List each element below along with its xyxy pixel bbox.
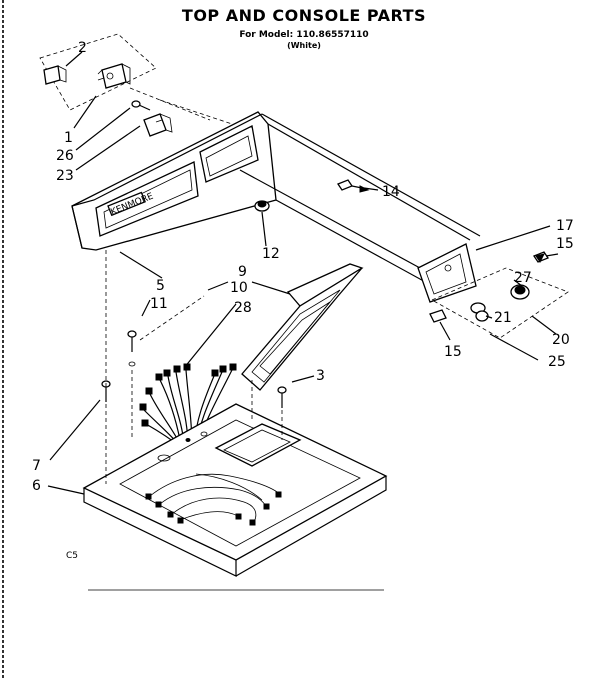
control-group-right: [429, 251, 569, 339]
callout-14: 14: [382, 184, 400, 200]
switch-23: [143, 113, 173, 137]
callout-7: 7: [32, 458, 41, 474]
switch-detail-group: [39, 33, 157, 111]
callout-28: 28: [234, 300, 252, 316]
dryer-top-6: [82, 403, 388, 577]
callout-17: 17: [556, 218, 574, 234]
knob-12: [254, 200, 270, 212]
model-color: (White): [287, 41, 321, 50]
callout-3: 3: [316, 368, 325, 384]
callout-15b: 15: [444, 344, 462, 360]
callout-9: 9: [238, 264, 247, 280]
screws-and-guides: [101, 250, 287, 484]
callout-26: 26: [56, 148, 74, 164]
footer-code: C5: [66, 551, 78, 561]
callout-5: 5: [156, 278, 165, 294]
callout-1: 1: [64, 130, 73, 146]
callout-6: 6: [32, 478, 41, 494]
page-title: TOP AND CONSOLE PARTS: [181, 6, 427, 25]
screw-14: [337, 179, 379, 193]
callout-2: 2: [78, 40, 87, 56]
panel-9: [241, 263, 364, 391]
callout-27: 27: [514, 270, 532, 286]
callout-21: 21: [494, 310, 512, 326]
leader-lines: [47, 51, 557, 495]
console-panel: KENMORE: [71, 111, 481, 303]
screw-26: [131, 100, 151, 111]
callout-20: 20: [552, 332, 570, 348]
callout-25: 25: [548, 354, 566, 370]
callout-23: 23: [56, 168, 74, 184]
model-number: For Model: 110.86557110: [239, 30, 369, 40]
callout-10: 10: [230, 280, 248, 296]
callout-11: 11: [150, 296, 168, 312]
callout-15a: 15: [556, 236, 574, 252]
callout-12: 12: [262, 246, 280, 262]
